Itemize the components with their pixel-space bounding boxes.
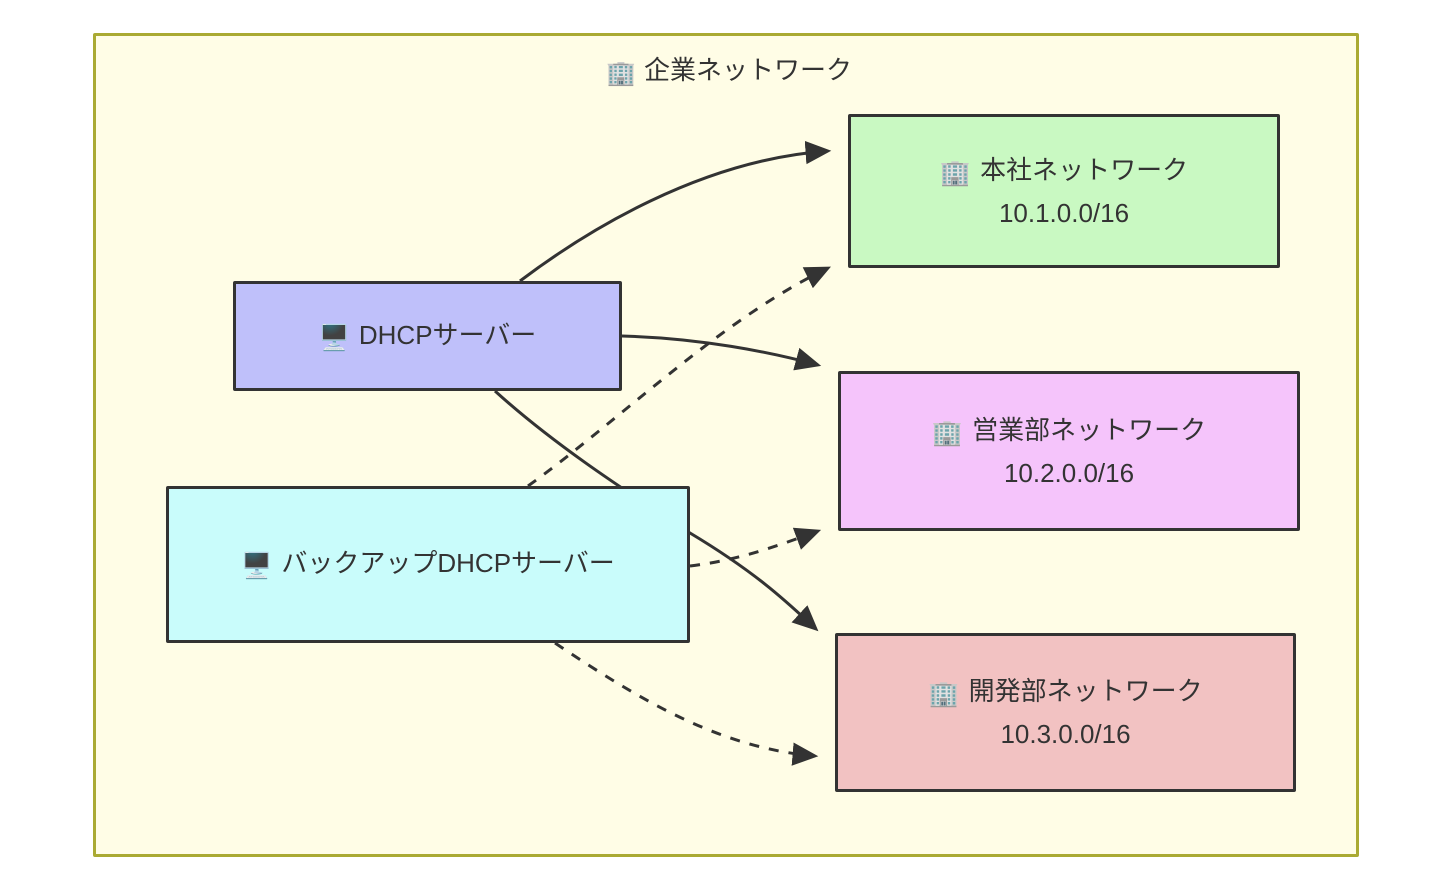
office-building-icon: 🏢 (606, 60, 636, 87)
node-backup-dhcp-server-label: バックアップDHCPサーバー (281, 548, 615, 578)
node-hq-network[interactable]: 🏢 本社ネットワーク 10.1.0.0/16 (848, 114, 1280, 268)
office-building-icon: 🏢 (939, 158, 972, 187)
node-dhcp-server[interactable]: 🖥️ DHCPサーバー (233, 281, 622, 391)
node-dev-network-label: 開発部ネットワーク (968, 676, 1203, 706)
office-building-icon: 🏢 (931, 418, 964, 447)
node-sales-network-subnet: 10.2.0.0/16 (1003, 457, 1135, 488)
cluster-title: 🏢 企業ネットワーク (96, 53, 1362, 91)
node-dhcp-server-label: DHCPサーバー (358, 319, 537, 350)
cluster-title-label: 企業ネットワーク (643, 55, 852, 85)
desktop-computer-icon: 🖥️ (318, 323, 350, 352)
desktop-computer-icon: 🖥️ (241, 552, 273, 580)
node-sales-network[interactable]: 🏢 営業部ネットワーク 10.2.0.0/16 (838, 371, 1300, 531)
node-backup-dhcp-server[interactable]: 🖥️ バックアップDHCPサーバー (166, 486, 690, 643)
node-dev-network[interactable]: 🏢 開発部ネットワーク 10.3.0.0/16 (835, 633, 1296, 792)
node-dev-network-subnet: 10.3.0.0/16 (1000, 719, 1131, 749)
office-building-icon: 🏢 (928, 680, 960, 708)
node-sales-network-label: 営業部ネットワーク (972, 414, 1207, 445)
node-hq-network-subnet: 10.1.0.0/16 (998, 197, 1130, 228)
node-hq-network-label: 本社ネットワーク (980, 154, 1189, 185)
